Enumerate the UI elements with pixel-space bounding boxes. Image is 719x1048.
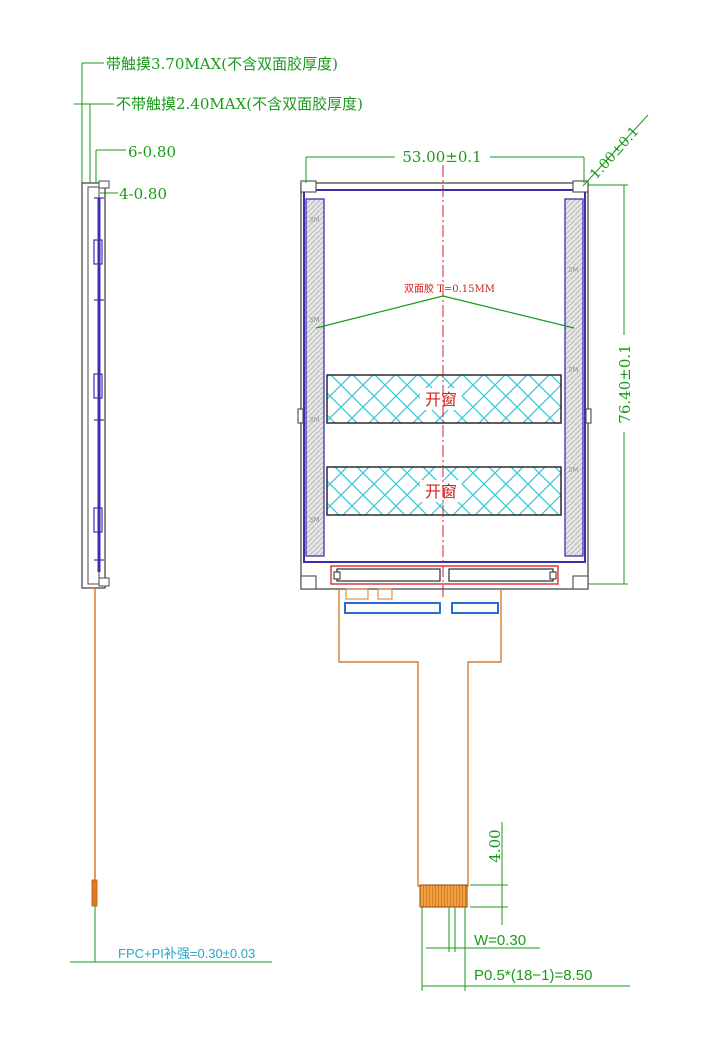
svg-text:3M: 3M bbox=[309, 516, 320, 524]
svg-text:3M: 3M bbox=[568, 366, 579, 374]
corner-dim-leader bbox=[582, 114, 649, 187]
side-view: 带触摸3.70MAX(不含双面胶厚度) 不带触摸2.40MAX(不含双面胶厚度)… bbox=[70, 55, 363, 963]
pitch-label: P0.5*(18−1)=8.50 bbox=[474, 967, 592, 984]
fpc-trace-left bbox=[345, 588, 369, 600]
fpc: 4.00 W=0.30 P0.5*(18−1)=8.50 bbox=[338, 588, 630, 991]
fpc-stiffener-label: FPC+PI补强=0.30±0.03 bbox=[118, 946, 255, 961]
side-body-outline bbox=[81, 182, 106, 589]
thickness-without-touch-label: 不带触摸2.40MAX(不含双面胶厚度) bbox=[116, 95, 363, 113]
adhesive-strip-right bbox=[564, 198, 584, 557]
svg-text:3M: 3M bbox=[309, 316, 320, 324]
svg-text:3M: 3M bbox=[309, 216, 320, 224]
fpc-pad-right bbox=[451, 602, 499, 614]
height-dimension bbox=[588, 184, 628, 585]
dim-4-label: 4-0.80 bbox=[119, 185, 167, 203]
fpc-outline bbox=[338, 589, 502, 887]
fpc-gold-fingers bbox=[419, 884, 468, 908]
pin-width-dimension bbox=[426, 907, 540, 952]
svg-text:3M: 3M bbox=[568, 466, 579, 474]
side-dim-lines bbox=[74, 62, 126, 194]
front-view: 3M 3M 3M 3M 3M 3M 3M 开窗 开窗 双面胶 T=0.15MM bbox=[297, 114, 649, 598]
fpc-pad-left bbox=[344, 602, 441, 614]
tail-length-label: 4.00 bbox=[486, 829, 504, 862]
side-panel-segments bbox=[93, 197, 104, 561]
height-dim-label: 76.40±0.1 bbox=[616, 344, 634, 423]
adhesive-strip-left bbox=[305, 198, 325, 557]
pin-width-label: W=0.30 bbox=[474, 932, 526, 949]
side-fpc-stiffener bbox=[91, 879, 98, 907]
frame-tabs bbox=[297, 180, 592, 590]
fpc-trace-right bbox=[377, 588, 393, 600]
adhesive-label: 双面胶 T=0.15MM bbox=[404, 282, 495, 295]
window-1-label: 开窗 bbox=[425, 390, 457, 409]
window-2-label: 开窗 bbox=[425, 482, 457, 501]
width-dim-label: 53.00±0.1 bbox=[402, 148, 481, 166]
thickness-with-touch-label: 带触摸3.70MAX(不含双面胶厚度) bbox=[106, 55, 338, 73]
dim-6-label: 6-0.80 bbox=[128, 143, 176, 161]
front-panel bbox=[303, 189, 586, 563]
adhesive-marks: 3M 3M 3M 3M 3M 3M 3M bbox=[309, 216, 579, 524]
tail-length-dimension bbox=[470, 822, 508, 925]
front-frame bbox=[300, 182, 589, 590]
connector-bay bbox=[330, 565, 559, 585]
svg-text:3M: 3M bbox=[568, 266, 579, 274]
pitch-dimension bbox=[421, 907, 630, 991]
width-dimension bbox=[305, 156, 585, 183]
adhesive-leaders bbox=[315, 295, 575, 329]
side-tabs bbox=[98, 180, 110, 587]
svg-text:3M: 3M bbox=[309, 416, 320, 424]
corner-dim-label: 1.00±0.1 bbox=[587, 124, 642, 183]
